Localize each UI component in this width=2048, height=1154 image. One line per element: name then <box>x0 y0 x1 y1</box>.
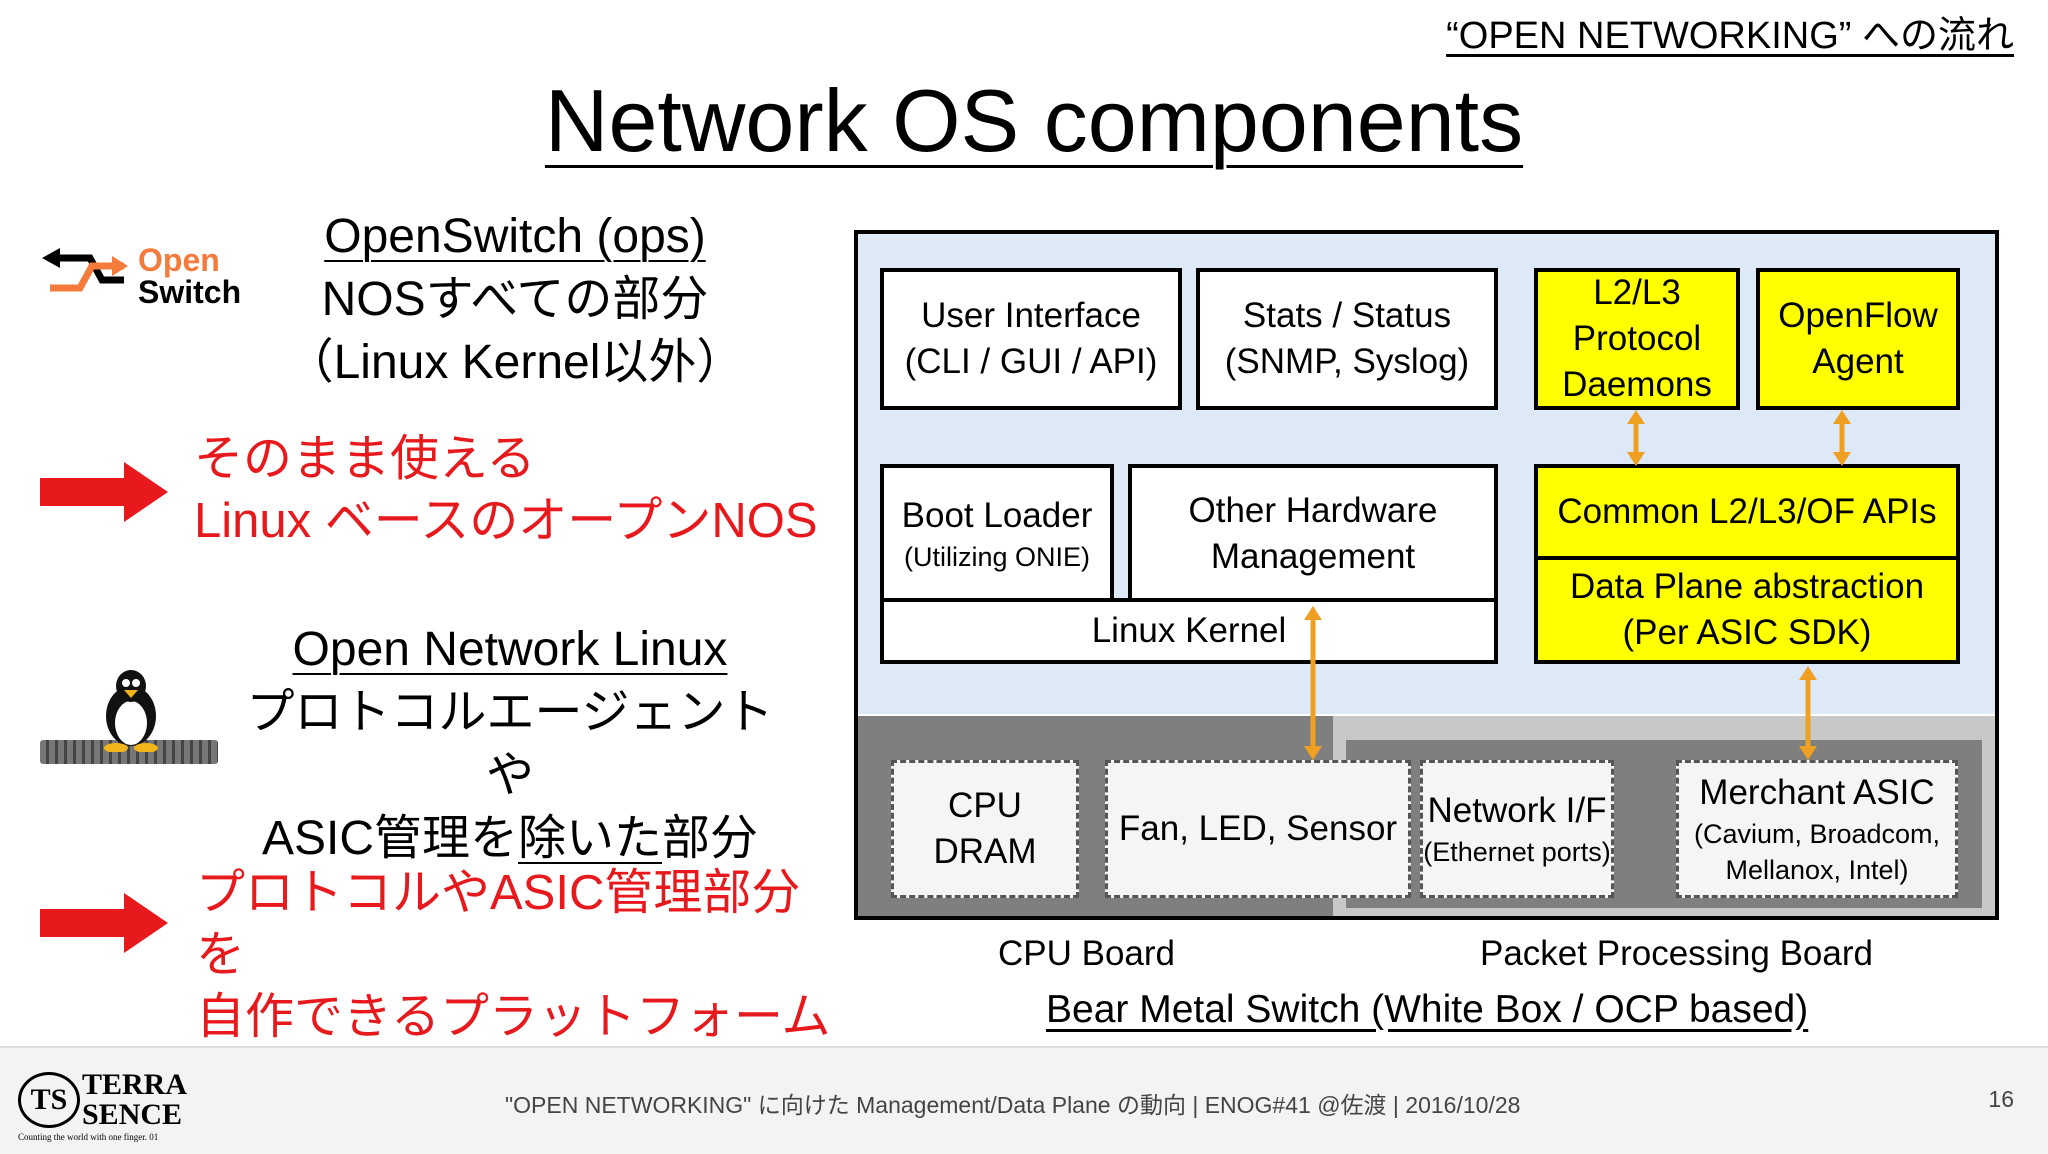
common-apis-box: Common L2/L3/OF APIs <box>1534 464 1960 560</box>
network-if-box: Network I/F(Ethernet ports) <box>1420 760 1614 898</box>
openswitch-note-line2: Linux ベースのオープンNOS <box>194 494 818 548</box>
onl-title: Open Network Linux <box>292 623 728 676</box>
openswitch-line2: （Linux Kernel以外） <box>285 336 745 389</box>
logo-open-text: Open <box>138 242 220 278</box>
openswitch-note-line1: そのまま使える <box>194 432 536 486</box>
data-plane-abstraction-box: Data Plane abstraction(Per ASIC SDK) <box>1534 556 1960 664</box>
logo-terra: TERRA <box>82 1068 188 1101</box>
tux-penguin-icon <box>104 670 158 752</box>
cpu-board-label: CPU Board <box>998 934 1176 973</box>
linux-kernel-box: Linux Kernel <box>880 598 1498 664</box>
fan-led-sensor-box: Fan, LED, Sensor <box>1105 760 1411 898</box>
openswitch-arrows-icon <box>42 248 128 292</box>
logo-ts-circle: TS <box>18 1072 80 1128</box>
double-arrow-icon <box>1833 410 1851 466</box>
stats-status-box: Stats / Status(SNMP, Syslog) <box>1196 268 1498 410</box>
onl-logo <box>36 668 222 768</box>
section-label: “OPEN NETWORKING” への流れ <box>1446 15 2014 57</box>
onl-desc: Open Network Linux プロトコルエージェントや ASIC管理を除… <box>240 618 780 870</box>
boot-loader-box: Boot Loader(Utilizing ONIE) <box>880 464 1114 604</box>
onl-note-line1: プロトコルやASIC管理部分を <box>196 866 801 982</box>
onl-note-line2: 自作できるプラットフォーム <box>196 990 831 1044</box>
onl-line2: ASIC管理を除いた部分 <box>261 812 759 865</box>
bear-metal-switch-label: Bear Metal Switch (White Box / OCP based… <box>1046 988 1809 1031</box>
onl-line1: プロトコルエージェントや <box>246 686 774 802</box>
red-arrow-icon <box>40 462 168 522</box>
footer: TS TERRA SENCE Counting the world with o… <box>0 1046 2048 1154</box>
logo-sence: SENCE <box>82 1098 183 1131</box>
merchant-asic-box: Merchant ASIC(Cavium, Broadcom,Mellanox,… <box>1676 760 1958 898</box>
packet-processing-board-label: Packet Processing Board <box>1480 934 1873 973</box>
openswitch-title: OpenSwitch (ops) <box>324 210 706 263</box>
openswitch-desc: OpenSwitch (ops) NOSすべての部分 （Linux Kernel… <box>270 205 760 394</box>
double-arrow-icon <box>1304 606 1322 760</box>
red-arrow-icon <box>40 893 168 953</box>
openswitch-line1: NOSすべての部分 <box>321 273 709 326</box>
openswitch-logo: Open Switch <box>40 240 250 310</box>
page-number: 16 <box>1988 1086 2014 1112</box>
user-interface-box: User Interface(CLI / GUI / API) <box>880 268 1182 410</box>
double-arrow-icon <box>1799 666 1817 760</box>
double-arrow-icon <box>1627 410 1645 466</box>
logo-switch-text: Switch <box>138 274 242 310</box>
page-title: Network OS components <box>544 71 1524 170</box>
onl-note: プロトコルやASIC管理部分を 自作できるプラットフォーム <box>196 862 836 1048</box>
logo-tagline: Counting the world with one finger. 01 <box>18 1132 159 1142</box>
footer-text: "OPEN NETWORKING" に向けた Management/Data P… <box>505 1092 1521 1118</box>
openswitch-note: そのまま使える Linux ベースのオープンNOS <box>194 428 834 552</box>
terrasence-logo: TS TERRA SENCE Counting the world with o… <box>18 1066 198 1146</box>
